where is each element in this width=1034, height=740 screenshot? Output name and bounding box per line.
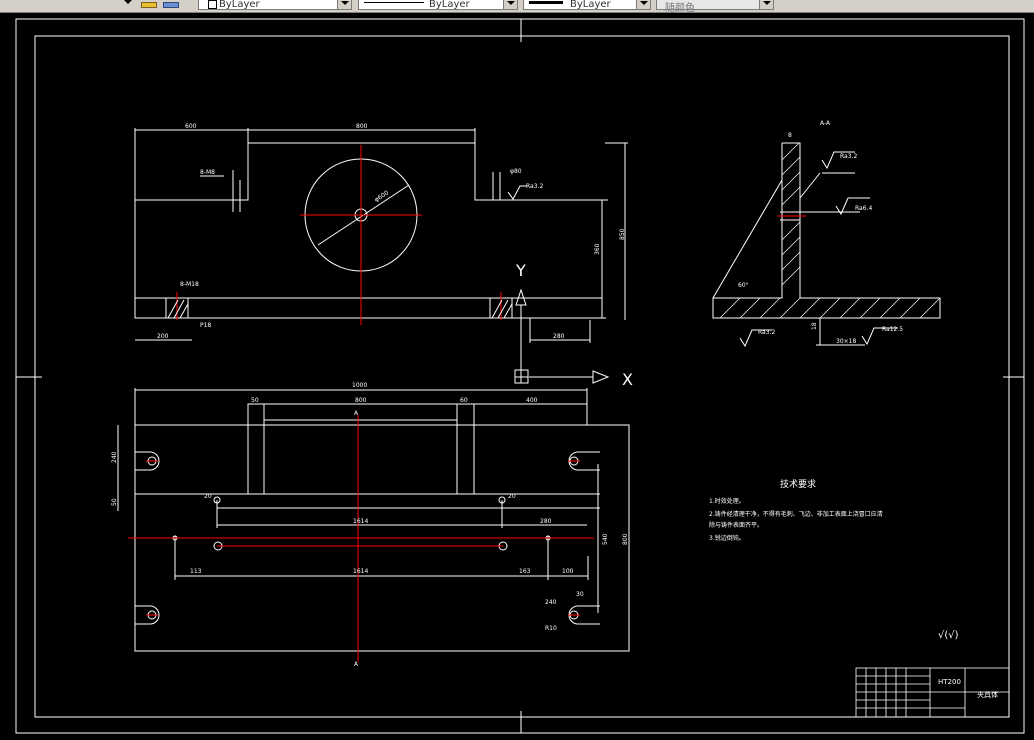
toolbar-arrow-left[interactable]	[122, 0, 134, 9]
front-view-centerlines	[176, 145, 502, 325]
title-block-material: HT200	[938, 678, 961, 686]
plotstyle-control-label: 随颜色	[665, 3, 695, 13]
dim-slot-l: 240	[545, 599, 557, 606]
sheet-outer-border	[15, 18, 1025, 734]
top-view-labels: 1000 50 800 60 400 240 50 20 20 1614 280…	[111, 382, 629, 668]
dim-400: 400	[526, 397, 538, 404]
phi-note: φ80	[510, 168, 522, 175]
section-angle: 60°	[738, 282, 749, 289]
ucs-y-label: Y	[515, 261, 526, 280]
dim-mid-1614: 1614	[353, 518, 368, 525]
tech-req-item-2: 2.铸件经清理干净，不得有毛刺、飞边、非加工表面上浇冒口应清	[709, 510, 883, 518]
roughness-front: Ra3.2	[526, 183, 543, 190]
layer-states-icon[interactable]	[141, 0, 157, 10]
lineweight-sample-icon	[529, 1, 563, 4]
section-roughness-4: Ra12.5	[882, 326, 903, 333]
dim-bot-100: 100	[562, 568, 574, 575]
section-view[interactable]	[712, 142, 941, 346]
dim-20b: 20	[508, 493, 516, 500]
section-thickness: 8	[788, 132, 792, 139]
dim-bot-163: 163	[519, 568, 531, 575]
dim-right-540: 540	[602, 533, 609, 545]
ucs-x-label: X	[622, 370, 633, 389]
section-label: A-A	[820, 120, 831, 127]
front-view-hatch	[167, 299, 513, 319]
section-labels: A-A 8 Ra3.2 Ra6.4 Ra3.2 Ra12.5 60° 18 30…	[738, 120, 903, 345]
centering-marks	[16, 19, 1024, 733]
chevron-down-icon[interactable]	[337, 0, 351, 9]
color-control-combo[interactable]: ByLayer	[198, 0, 352, 10]
dim-top-left: 600	[185, 123, 197, 130]
properties-toolbar: ByLayer ByLayer ByLayer 随颜色	[0, 0, 1034, 13]
dim-mid-280: 280	[540, 518, 552, 525]
dim-slot-r: R10	[545, 625, 557, 632]
dim-slot-w: 30	[576, 591, 584, 598]
dim-bottom-left: 200	[157, 333, 169, 340]
front-view-labels: 600 800 850 360 200 280 8-M8 8-M18 φ80 φ…	[157, 123, 626, 340]
section-a-top: A	[354, 410, 359, 417]
top-view-centerlines	[128, 415, 594, 662]
dim-bottom-right: 280	[553, 333, 565, 340]
layer-previous-icon[interactable]	[163, 0, 179, 10]
drawing-svg[interactable]: 600 800 850 360 200 280 8-M8 8-M18 φ80 φ…	[0, 12, 1034, 736]
section-roughness-2: Ra6.4	[855, 205, 872, 212]
dim-left-240: 240	[111, 451, 118, 463]
dim-bot-1614: 1614	[353, 568, 368, 575]
section-a-bottom: A	[354, 661, 359, 668]
section-roughness-symbols	[739, 151, 898, 348]
section-marker: P18	[200, 322, 211, 329]
tech-req-item-1: 1.时效处理。	[709, 497, 745, 505]
chevron-down-icon[interactable]	[636, 0, 650, 9]
dim-overall: 1000	[352, 382, 367, 389]
roughness-symbol-front	[507, 185, 527, 200]
lineweight-control-label: ByLayer	[570, 0, 611, 10]
dim-top-main: 800	[356, 123, 368, 130]
lineweight-control-combo[interactable]: ByLayer	[523, 0, 651, 10]
drawing-canvas[interactable]: 600 800 850 360 200 280 8-M8 8-M18 φ80 φ…	[0, 12, 1034, 736]
linetype-control-label: ByLayer	[429, 0, 470, 10]
top-view[interactable]	[117, 388, 630, 652]
hole-note: 8-M8	[200, 169, 215, 176]
chevron-down-icon[interactable]	[759, 0, 773, 9]
title-block-name: 夹具体	[977, 690, 998, 699]
circle-note: φ600	[373, 189, 390, 203]
tech-req-item-3: 除与铸件表面齐平。	[709, 521, 763, 529]
dim-height-right: 850	[619, 228, 626, 240]
linetype-control-combo[interactable]: ByLayer	[358, 0, 518, 10]
dim-20a: 20	[204, 493, 212, 500]
color-control-label: ByLayer	[219, 0, 260, 10]
linetype-sample-icon	[364, 2, 424, 3]
section-roughness-1: Ra3.2	[840, 153, 857, 160]
dim-right-800: 800	[622, 533, 629, 545]
title-block-text: HT200 夹具体	[938, 678, 998, 699]
dim-50: 50	[251, 397, 259, 404]
dim-60: 60	[460, 397, 468, 404]
plotstyle-control-combo[interactable]: 随颜色	[656, 0, 774, 13]
dim-bot-113: 113	[190, 568, 202, 575]
tech-req-item-4: 3.锐边倒钝。	[709, 534, 745, 542]
chevron-down-icon[interactable]	[503, 0, 517, 9]
hole-note-2: 8-M18	[180, 281, 199, 288]
section-roughness-3: Ra3.2	[758, 329, 775, 336]
ucs-icon	[514, 288, 610, 384]
general-roughness: √(√)	[938, 630, 959, 641]
color-swatch-icon	[208, 0, 217, 9]
tech-requirements: 技术要求 1.时效处理。 2.铸件经清理干净，不得有毛刺、飞边、非加工表面上浇冒…	[709, 478, 883, 542]
section-weld-note: 30×18	[836, 338, 856, 345]
front-view[interactable]	[134, 128, 628, 343]
dim-800: 800	[355, 397, 367, 404]
section-dim-18: 18	[811, 322, 818, 330]
section-hatch	[719, 142, 941, 319]
dim-height-mid: 360	[594, 243, 601, 255]
dim-left-50: 50	[111, 498, 118, 506]
tech-req-title: 技术要求	[780, 478, 816, 490]
title-block	[855, 667, 1010, 718]
